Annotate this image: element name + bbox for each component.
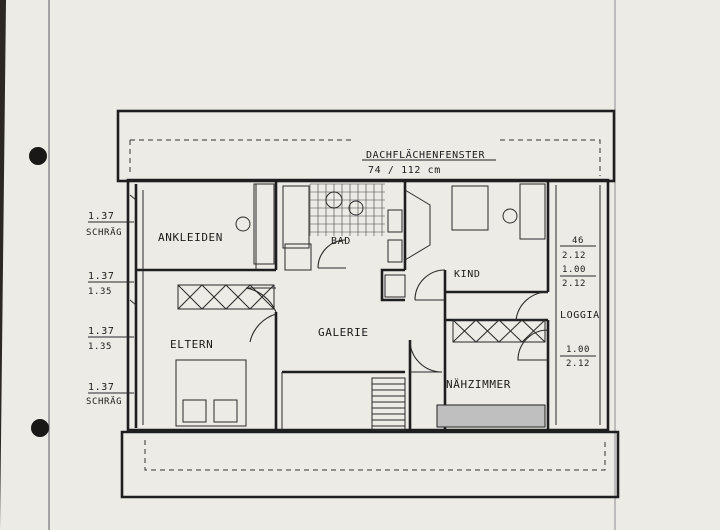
door-ankleiden — [245, 287, 277, 313]
toilet — [325, 191, 343, 209]
right-dim-ticks — [560, 245, 596, 357]
roof-eave-bottom — [120, 430, 620, 499]
left-dim-4-label: SCHRÄG — [86, 396, 122, 407]
wardrobe-naeh — [452, 319, 546, 343]
bidet — [348, 200, 364, 216]
eltern-bed — [175, 359, 247, 427]
outer-wall — [126, 178, 610, 432]
washbasin-1 — [387, 209, 403, 233]
slope-lines — [129, 184, 601, 430]
right-dim-1-label: 2.12 — [562, 251, 586, 261]
room-kind: KIND — [454, 269, 480, 280]
door-kind — [414, 269, 446, 301]
right-dim-2-label: 2.12 — [562, 279, 586, 289]
punch-hole-top — [29, 147, 47, 165]
room-eltern: ELTERN — [170, 338, 213, 351]
closet-shelf — [177, 284, 275, 310]
room-loggia: LOGGIA — [560, 310, 600, 321]
washing-machine — [384, 274, 406, 298]
room-ankleiden: ANKLEIDEN — [158, 231, 223, 244]
door-eltern — [249, 313, 277, 343]
left-dim-2-value: 1.37 — [88, 271, 114, 282]
room-naehzimmer: NÄHZIMMER — [446, 378, 511, 391]
kind-lamp — [502, 208, 518, 224]
kind-cabinet — [519, 183, 546, 240]
bathtub — [282, 185, 310, 249]
washbasin-2 — [387, 239, 403, 263]
punch-hole-bottom — [31, 419, 49, 437]
bath-door — [317, 239, 347, 269]
left-dim-1-label: SCHRÄG — [86, 227, 122, 238]
room-galerie: GALERIE — [318, 326, 369, 339]
left-dim-3-label: 1.35 — [88, 342, 112, 352]
room-bad: BAD — [331, 236, 351, 247]
right-dim-3-value: 1.00 — [566, 345, 590, 355]
left-dim-1-value: 1.37 — [88, 211, 114, 222]
door-loggia-top — [515, 291, 549, 321]
right-dim-1-value: 46 — [572, 236, 584, 246]
kind-bed — [451, 185, 489, 231]
left-dim-2-label: 1.35 — [88, 287, 112, 297]
right-dim-3-label: 2.12 — [566, 359, 590, 369]
ankleiden-cabinet — [253, 183, 275, 265]
right-dim-2-value: 1.00 — [562, 265, 586, 275]
ankleiden-lamp — [235, 216, 251, 232]
eave-dashed-bottom — [144, 440, 606, 471]
skylight-title: DACHFLÄCHENFENSTER — [366, 148, 486, 161]
left-dim-ticks — [88, 221, 134, 394]
naeh-desk — [436, 404, 546, 428]
shower — [284, 243, 312, 271]
left-dim-3-value: 1.37 — [88, 326, 114, 337]
staircase — [371, 377, 406, 431]
door-loggia-bottom — [517, 329, 549, 361]
door-naeh — [409, 339, 443, 373]
eave-dashed-top — [129, 139, 601, 176]
left-dim-4-value: 1.37 — [88, 382, 114, 393]
bathroom-tiles — [309, 183, 385, 236]
skylight-size: 74 / 112 cm — [368, 165, 441, 176]
